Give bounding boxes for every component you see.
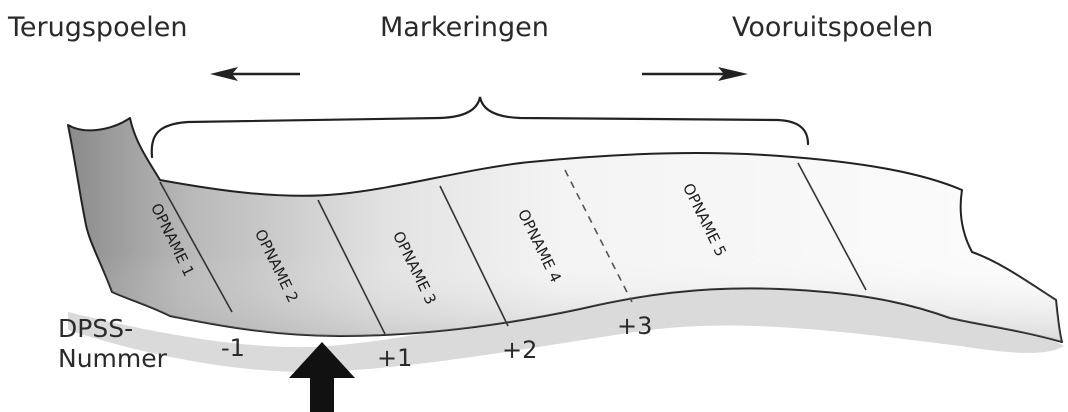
dpss-number-plus-1: +1: [377, 344, 413, 372]
divider-2: [317, 199, 386, 335]
divider-4-dashed: [564, 169, 633, 303]
markers-brace: [150, 96, 810, 159]
dpss-title-line-2: Nummer: [58, 344, 167, 373]
divider-5: [797, 162, 867, 291]
dpss-number-plus-3: +3: [617, 312, 653, 340]
tape-shading: [68, 118, 1062, 342]
markers-label: Markeringen: [380, 12, 549, 43]
dpss-number-minus-1: -1: [221, 334, 245, 362]
dpss-title-line-1: DPSS-: [58, 314, 134, 343]
up-arrow-icon: [289, 342, 355, 412]
forward-label: Vooruitspoelen: [732, 12, 934, 43]
divider-1: [159, 181, 233, 313]
dpss-number-title: DPSS- Nummer: [58, 314, 167, 374]
divider-3: [439, 185, 509, 327]
left-arrow-icon: [210, 67, 300, 81]
right-arrow-icon: [642, 67, 748, 81]
dpss-number-plus-2: +2: [502, 336, 538, 364]
rewind-label: Terugspoelen: [8, 12, 188, 43]
